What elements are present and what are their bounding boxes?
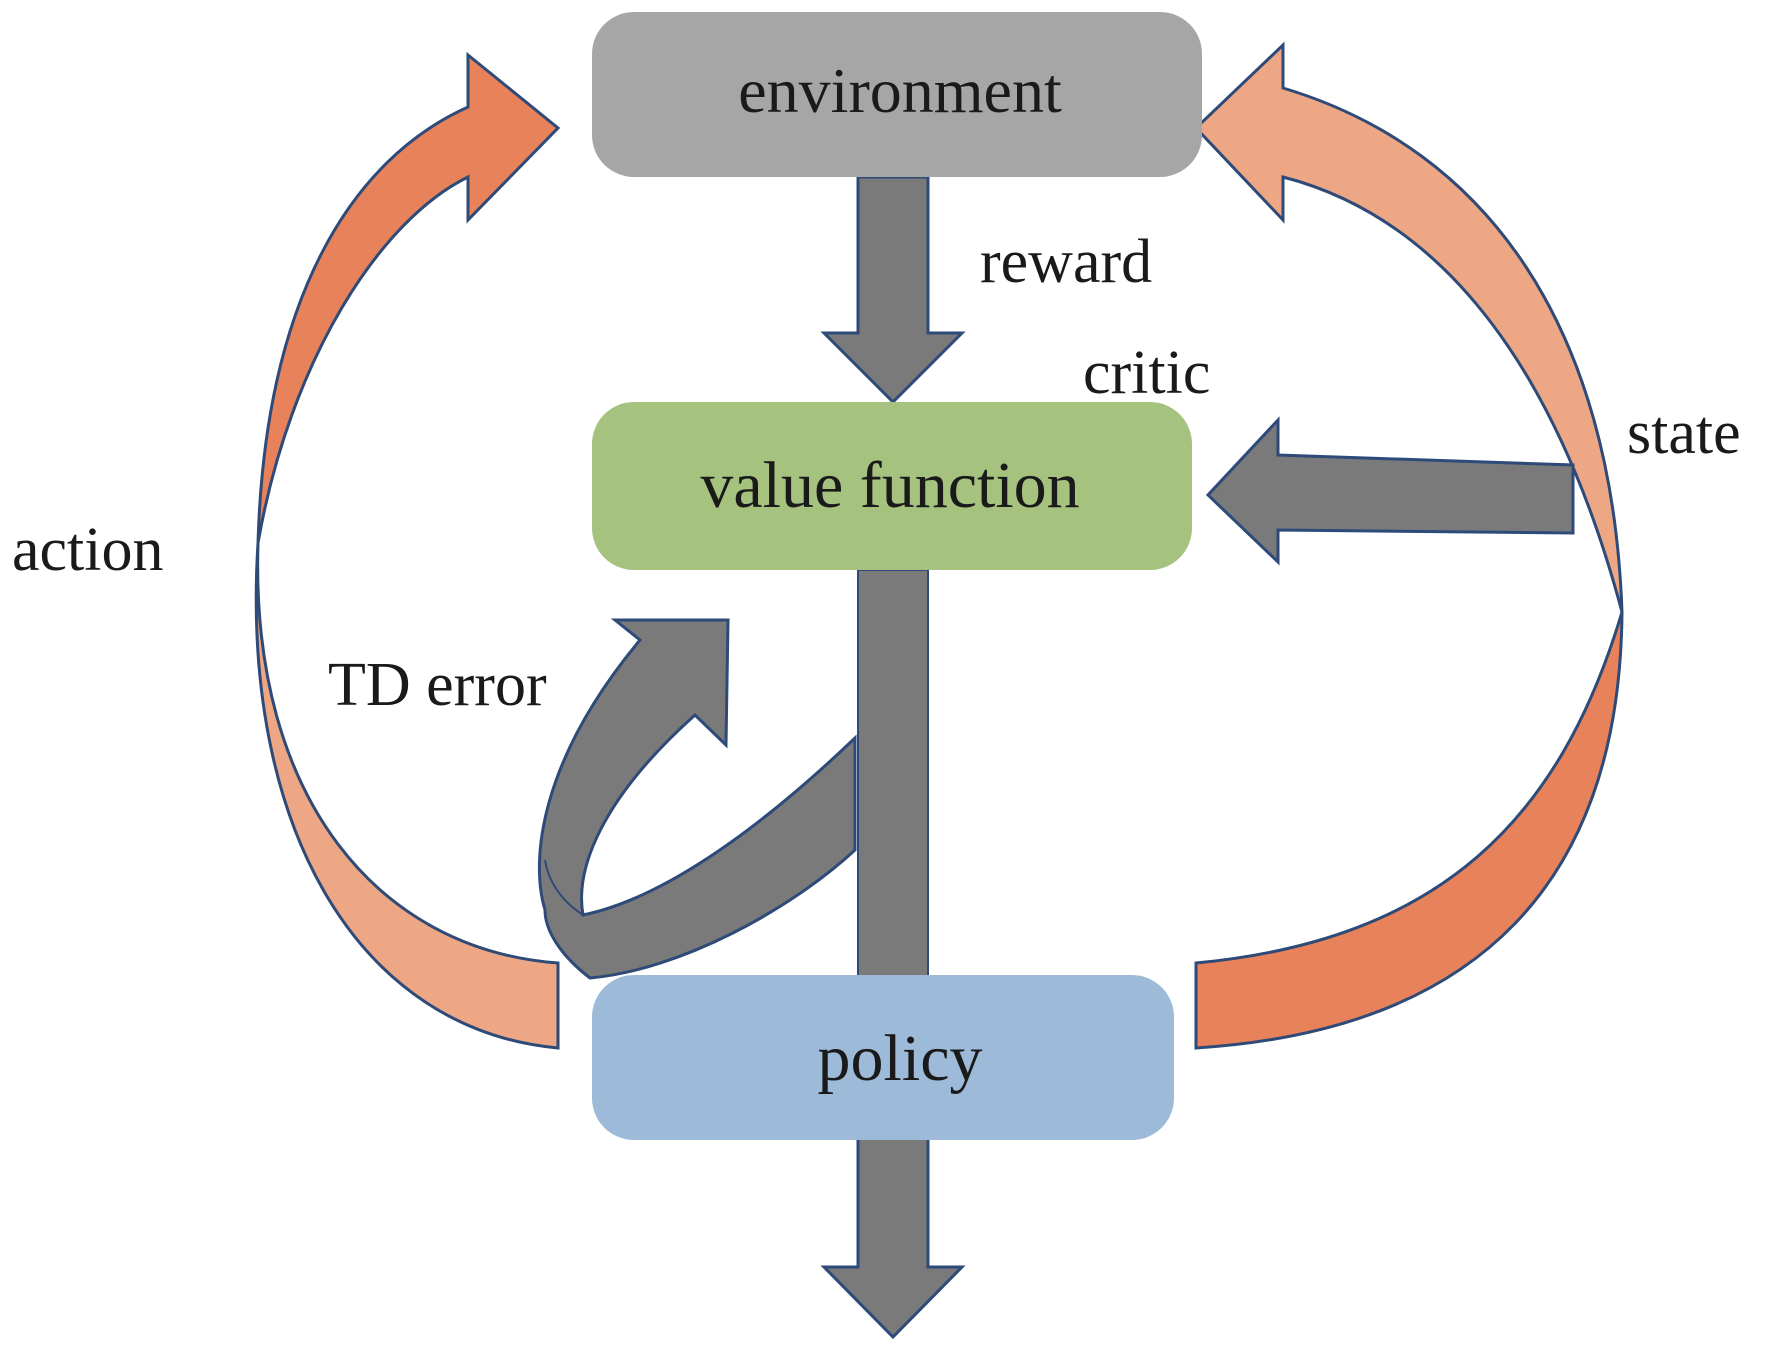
state-label: state [1627,399,1741,467]
policy-node: policy [592,975,1174,1140]
value-function-label: value function [700,449,1079,522]
value-function-node: value function [592,402,1192,570]
environment-label: environment [738,55,1062,126]
environment-box [592,12,1202,177]
action-label: action [12,516,164,584]
action-arrow [254,51,561,1050]
td-error-arrow [537,618,857,980]
environment-node: environment [592,12,1202,177]
critic-label: critic [1083,339,1210,407]
td-error-arrow-inner [544,859,584,916]
action-arrow-upper [256,51,561,544]
state-arrow-lower [1194,611,1624,1050]
action-arrow-lower [254,542,560,1050]
state-to-critic-arrow [1205,416,1575,566]
policy-output-arrow [820,1135,966,1340]
td-error-label: TD error [328,651,547,719]
state-arrow-upper [1193,41,1624,613]
reward-label: reward [980,228,1152,296]
policy-box [592,975,1174,1140]
state-arrow [1193,41,1624,1050]
td-error-arrow-body [537,618,857,980]
reward-arrow [820,175,966,405]
value-function-box [592,402,1192,570]
policy-label: policy [818,1022,983,1095]
critic-to-policy-shaft [857,569,929,981]
